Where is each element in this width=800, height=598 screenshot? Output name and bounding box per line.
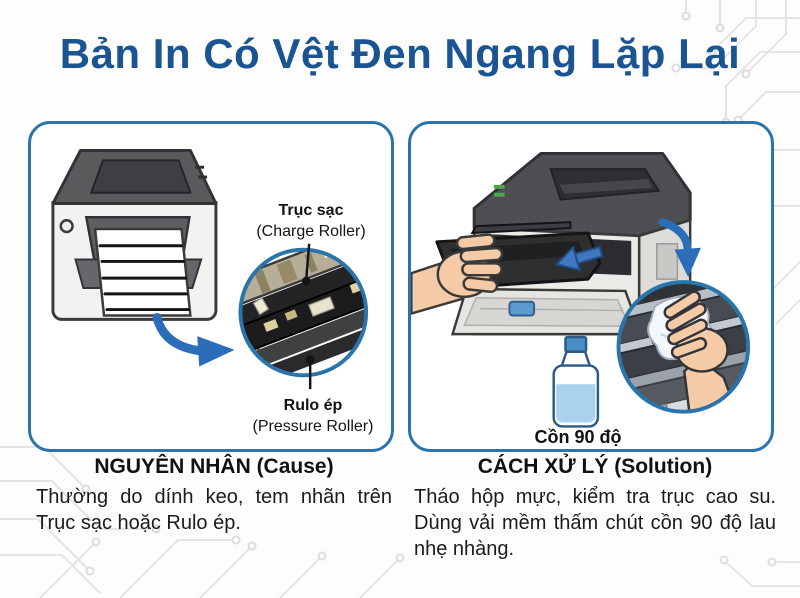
hand-icon [411, 233, 504, 315]
solution-illustration [411, 151, 751, 428]
cause-illustration [51, 149, 369, 390]
pressure-roller-label-en: (Pressure Roller) [252, 418, 374, 435]
insert-arrow-icon [554, 245, 604, 272]
circuit-pattern-bottom-right-icon [719, 555, 800, 587]
cause-heading: NGUYÊN NHÂN (Cause) [94, 455, 334, 478]
circuit-pattern-bottom-left-icon [0, 446, 405, 598]
solution-body: Tháo hộp mực, kiểm tra trục cao su. Dùng… [414, 486, 776, 560]
curved-arrow-icon [658, 218, 701, 278]
charge-roller-label: Trục sạc (Charge Roller) [221, 200, 401, 242]
cause-caption: NGUYÊN NHÂN (Cause) Thường do dính keo, … [36, 455, 392, 536]
page-title: Bản In Có Vệt Đen Ngang Lặp Lại [59, 30, 741, 77]
solution-heading: CÁCH XỬ LÝ (Solution) [477, 455, 713, 478]
pressure-roller-label-vi: Rulo ép [283, 397, 343, 414]
cause-body: Thường do dính keo, tem nhãn trên Trục s… [36, 486, 392, 534]
printer-streaks-icon [51, 149, 218, 321]
solution-panel: Cồn 90 độ [408, 121, 774, 452]
curved-arrow-icon [152, 313, 235, 367]
alcohol-bottle-label: Cồn 90 độ [534, 427, 622, 447]
printer-cartridge-removal-icon [411, 151, 692, 336]
charge-roller-label-vi: Trục sạc [278, 202, 344, 219]
rollers-magnifier-icon [238, 243, 369, 390]
pressure-roller-label: Rulo ép (Pressure Roller) [223, 395, 403, 437]
charge-roller-label-en: (Charge Roller) [256, 223, 366, 240]
alcohol-bottle-icon [552, 335, 600, 428]
cause-panel: Trục sạc (Charge Roller) Rulo ép (Pressu… [28, 121, 394, 452]
solution-caption: CÁCH XỬ LÝ (Solution) Tháo hộp mực, kiểm… [414, 455, 776, 562]
